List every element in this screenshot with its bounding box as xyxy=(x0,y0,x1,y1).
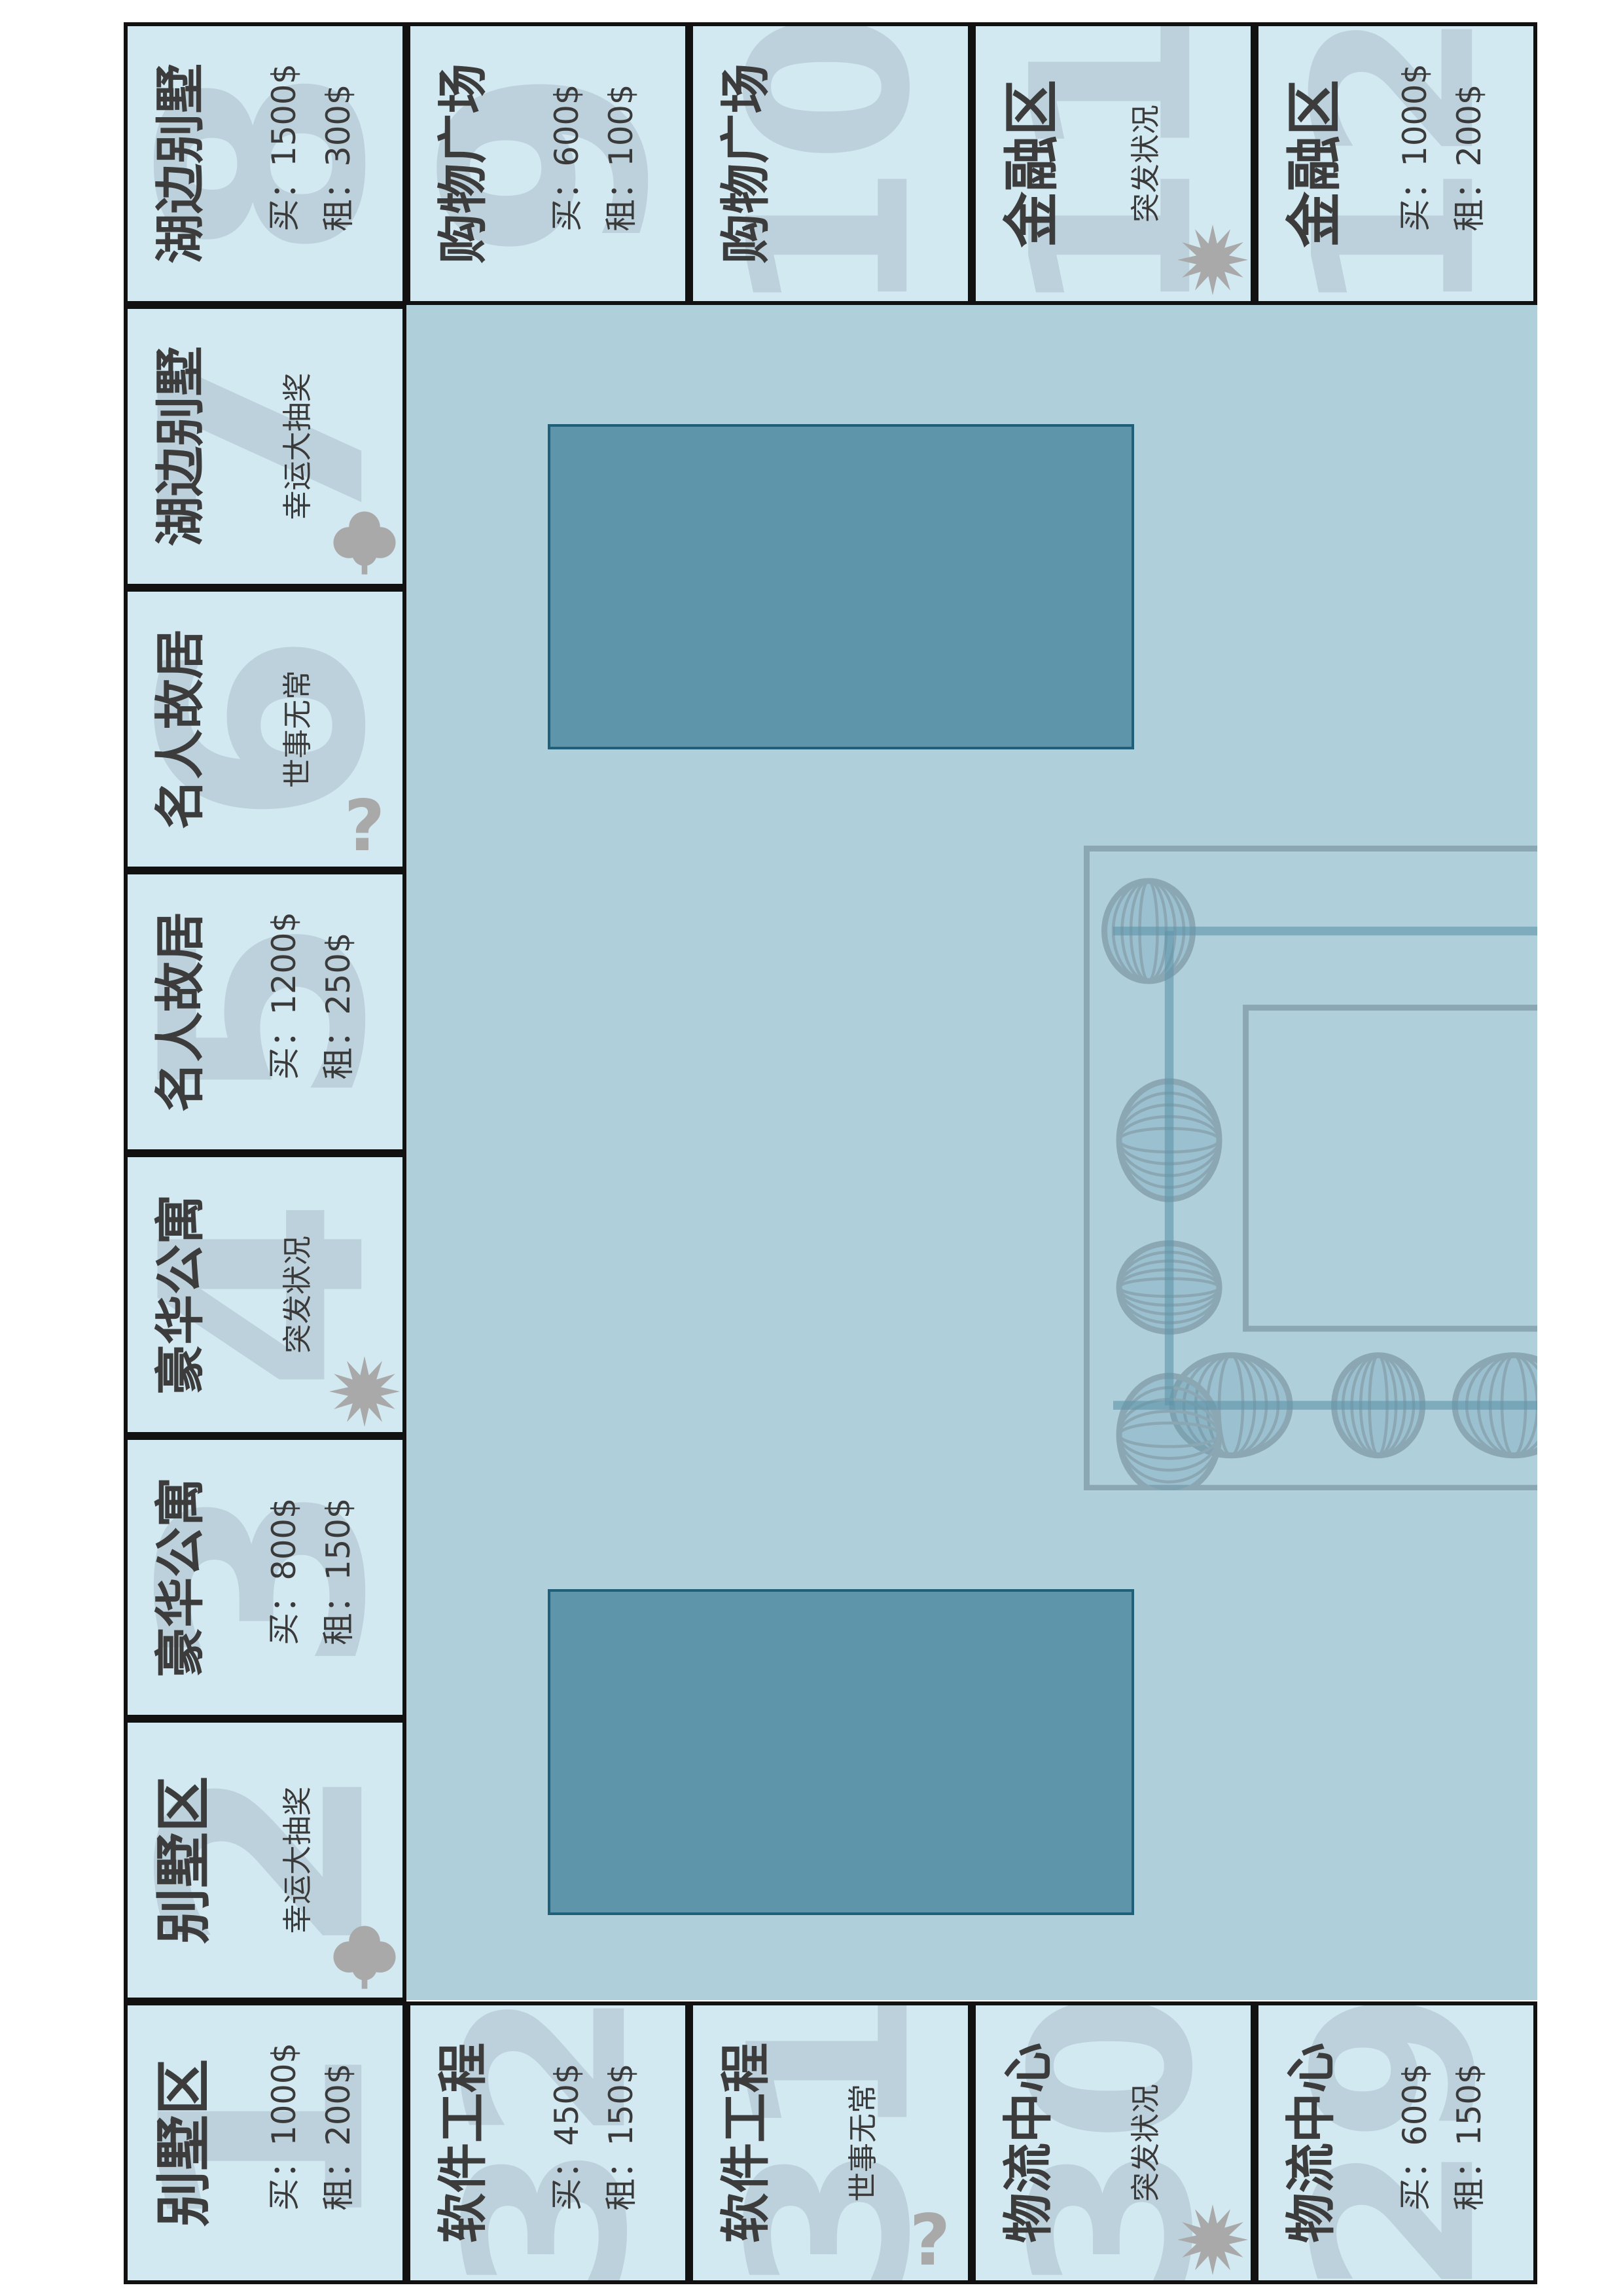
cell-event: 突发状况 xyxy=(280,1236,315,1354)
cell-rent-price: 租：150$ xyxy=(601,2063,640,2211)
cell-name: 名人故居 xyxy=(151,628,210,829)
cell-name: 别墅区 xyxy=(151,1776,217,1945)
cell-rent-price: 租：200$ xyxy=(319,2063,357,2211)
board-cell-5[interactable]: 5名人故居买：1200$租：250$ xyxy=(124,870,407,1154)
cell-name: 豪华公寓 xyxy=(151,1477,210,1678)
board-cell-8[interactable]: 8湖边别墅买：1500$租：300$ xyxy=(124,22,407,305)
cell-buy-price: 买：1200$ xyxy=(264,912,303,1080)
cell-name: 软件工程 xyxy=(434,2043,493,2244)
board-cell-7[interactable]: 7湖边别墅幸运大抽奖 xyxy=(124,304,407,588)
starburst-icon xyxy=(1177,224,1248,298)
svg-text:?: ? xyxy=(909,2204,950,2275)
clover-icon xyxy=(329,1922,400,1995)
cell-name: 名人故居 xyxy=(151,912,210,1113)
cell-name: 别墅区 xyxy=(151,2059,217,2227)
cell-event: 世事无常 xyxy=(846,2084,881,2202)
cell-name: 物流中心 xyxy=(999,2043,1058,2244)
ornament-frame xyxy=(1084,845,1538,1491)
cell-name: 购物广场 xyxy=(434,63,493,264)
cell-event: 世事无常 xyxy=(280,670,315,788)
board-cell-2[interactable]: 2别墅区幸运大抽奖 xyxy=(124,1719,407,2002)
question-icon: ? xyxy=(329,785,400,867)
cell-event: 幸运大抽奖 xyxy=(280,1786,315,1934)
cell-name: 物流中心 xyxy=(1282,2043,1341,2244)
cell-event: 突发状况 xyxy=(1128,2084,1164,2202)
cell-buy-price: 买：1500$ xyxy=(264,63,303,232)
cell-rent-price: 租：100$ xyxy=(601,84,640,232)
cell-name: 湖边别墅 xyxy=(151,63,210,264)
cell-buy-price: 买：600$ xyxy=(1395,2063,1434,2211)
board-cell-1[interactable]: 1别墅区买：1000$租：200$ xyxy=(124,2001,407,2285)
cell-name: 金融区 xyxy=(999,79,1065,248)
cell-rent-price: 租：200$ xyxy=(1450,84,1489,232)
cell-name: 软件工程 xyxy=(717,2043,776,2244)
cell-event: 突发状况 xyxy=(1128,104,1164,223)
board-cell-6[interactable]: 6名人故居世事无常? xyxy=(124,587,407,870)
cell-rent-price: 租：150$ xyxy=(1450,2063,1489,2211)
question-icon: ? xyxy=(895,2200,965,2281)
cell-rent-price: 租：250$ xyxy=(319,932,357,1080)
cell-buy-price: 买：1000$ xyxy=(264,2043,303,2211)
cell-name: 购物广场 xyxy=(717,63,776,264)
cell-buy-price: 买：600$ xyxy=(547,84,586,232)
cell-buy-price: 买：1000$ xyxy=(1395,63,1434,232)
board-cell-9[interactable]: 9购物广场买：600$租：100$ xyxy=(406,22,690,305)
cell-name: 金融区 xyxy=(1282,79,1347,248)
clover-icon xyxy=(329,507,400,581)
cell-buy-price: 买：450$ xyxy=(547,2063,586,2211)
cell-name: 湖边别墅 xyxy=(151,346,210,547)
svg-text:?: ? xyxy=(344,790,385,861)
board-cell-3[interactable]: 3豪华公寓买：800$租：150$ xyxy=(124,1436,407,1719)
cell-rent-price: 租：300$ xyxy=(319,84,357,232)
card-deck-top[interactable] xyxy=(548,424,1134,750)
starburst-icon xyxy=(1177,2204,1248,2278)
starburst-icon xyxy=(329,1355,400,1429)
card-deck-bottom[interactable] xyxy=(548,1589,1134,1915)
board-cell-4[interactable]: 4豪华公寓突发状况 xyxy=(124,1153,407,1437)
cell-event: 幸运大抽奖 xyxy=(280,372,315,520)
cell-rent-price: 租：150$ xyxy=(319,1498,357,1645)
cell-buy-price: 买：800$ xyxy=(264,1498,303,1645)
cell-name: 豪华公寓 xyxy=(151,1194,210,1395)
